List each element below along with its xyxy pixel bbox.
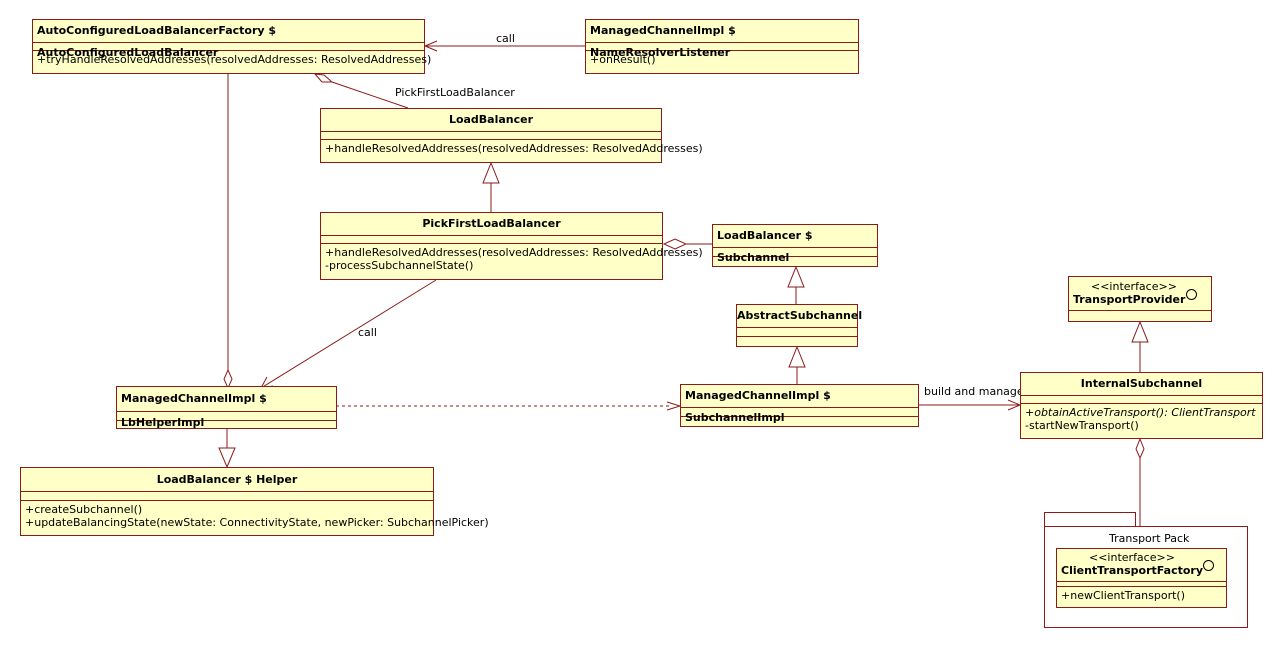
class-operation: +handleResolvedAddresses(resolvedAddress… xyxy=(325,246,703,259)
stereotype-label: <<interface>> xyxy=(1089,551,1175,564)
class-operation: +tryHandleResolvedAddresses(resolvedAddr… xyxy=(37,53,432,66)
class-attributes xyxy=(1021,396,1262,404)
class-name-block: <<interface>> TransportProvider xyxy=(1069,277,1211,311)
generalization-triangle-pickfirst xyxy=(482,161,500,184)
class-operation: -processSubchannelState() xyxy=(325,259,474,272)
package-name: Transport Pack xyxy=(1109,532,1190,545)
dependency-arrowhead xyxy=(666,401,682,411)
aggregation-diamond-lb xyxy=(313,73,334,83)
class-attributes xyxy=(1057,582,1226,587)
call-label-top: call xyxy=(496,32,515,45)
class-name: LoadBalancer xyxy=(321,109,661,132)
class-operation: +newClientTransport() xyxy=(1061,589,1185,602)
class-attributes xyxy=(33,43,424,51)
class-name: AbstractSubchannel xyxy=(737,305,862,328)
class-attributes xyxy=(586,43,858,51)
class-name: LoadBalancer $ Helper xyxy=(21,468,433,492)
class-attributes xyxy=(713,248,877,257)
interface-circle-icon xyxy=(1186,289,1197,300)
call-association-line-helper xyxy=(260,279,437,389)
transport-provider-interface[interactable]: <<interface>> TransportProvider xyxy=(1068,276,1212,322)
lb-helper-class[interactable]: LoadBalancer $ Helper +createSubchannel(… xyxy=(20,467,489,536)
class-name: ManagedChannelImpl $ NameResolverListene… xyxy=(586,20,858,59)
class-operation: -startNewTransport() xyxy=(1025,419,1139,432)
class-name: ClientTransportFactory xyxy=(1061,564,1204,577)
lb-subchannel-class[interactable]: LoadBalancer $ Subchannel xyxy=(712,224,878,267)
aggregation-diamond-factory xyxy=(1135,437,1145,460)
class-operation: +createSubchannel() xyxy=(25,503,143,516)
generalization-triangle-helperimpl xyxy=(218,447,236,469)
class-operation: +onResult() xyxy=(590,53,656,66)
interface-circle-icon xyxy=(1203,560,1214,571)
build-arrowhead xyxy=(1007,399,1022,411)
class-operation: +handleResolvedAddresses(resolvedAddress… xyxy=(325,142,703,155)
class-name: PickFirstLoadBalancer xyxy=(321,213,662,236)
package-tab xyxy=(1044,512,1136,527)
class-operations: +handleResolvedAddresses(resolvedAddress… xyxy=(321,244,703,274)
class-operations: +createSubchannel() +updateBalancingStat… xyxy=(21,501,489,531)
class-attributes xyxy=(737,328,857,337)
class-attributes xyxy=(681,408,918,417)
realization-triangle xyxy=(1131,320,1149,343)
generalization-triangle-abstract xyxy=(787,265,805,288)
class-name: ManagedChannelImpl $ LbHelperImpl xyxy=(117,387,336,429)
stereotype-label: <<interface>> xyxy=(1091,280,1177,293)
generalization-triangle-subimpl xyxy=(788,345,806,368)
call-arrowhead xyxy=(423,40,438,52)
class-attributes xyxy=(321,132,661,140)
name-resolver-listener-class[interactable]: ManagedChannelImpl $ NameResolverListene… xyxy=(585,19,859,74)
lb-helper-impl-class[interactable]: ManagedChannelImpl $ LbHelperImpl xyxy=(116,386,337,429)
subchannel-impl-class[interactable]: ManagedChannelImpl $ SubchannelImpl xyxy=(680,384,919,427)
class-attributes xyxy=(21,492,433,501)
load-balancer-class[interactable]: LoadBalancer +handleResolvedAddresses(re… xyxy=(320,108,703,163)
class-operation: +updateBalancingState(newState: Connecti… xyxy=(25,516,489,529)
class-attributes xyxy=(117,412,336,421)
internal-subchannel-class[interactable]: InternalSubchannel +obtainActiveTranspor… xyxy=(1020,372,1263,439)
class-attributes xyxy=(321,236,662,244)
class-operations: +obtainActiveTransport(): ClientTranspor… xyxy=(1021,404,1262,434)
class-operation: +obtainActiveTransport(): ClientTranspor… xyxy=(1025,406,1256,419)
class-name: ManagedChannelImpl $ SubchannelImpl xyxy=(681,385,918,424)
class-name: AutoConfiguredLoadBalancerFactory $ Auto… xyxy=(33,20,424,59)
build-and-manager-label: build and manager xyxy=(924,385,1029,398)
abstract-subchannel-class[interactable]: AbstractSubchannel xyxy=(736,304,862,347)
auto-configured-load-balancer-class[interactable]: AutoConfiguredLoadBalancerFactory $ Auto… xyxy=(32,19,432,74)
client-transport-factory-interface[interactable]: <<interface>> ClientTransportFactory +ne… xyxy=(1056,548,1227,608)
class-name: TransportProvider xyxy=(1073,293,1186,306)
class-name: LoadBalancer $ Subchannel xyxy=(713,225,877,264)
class-name-block: <<interface>> ClientTransportFactory xyxy=(1057,549,1226,582)
pick-first-load-balancer-class[interactable]: PickFirstLoadBalancer +handleResolvedAdd… xyxy=(320,212,703,280)
class-name: InternalSubchannel xyxy=(1021,373,1262,396)
pick-first-role-label: PickFirstLoadBalancer xyxy=(395,86,515,99)
call-label-mid: call xyxy=(358,326,377,339)
